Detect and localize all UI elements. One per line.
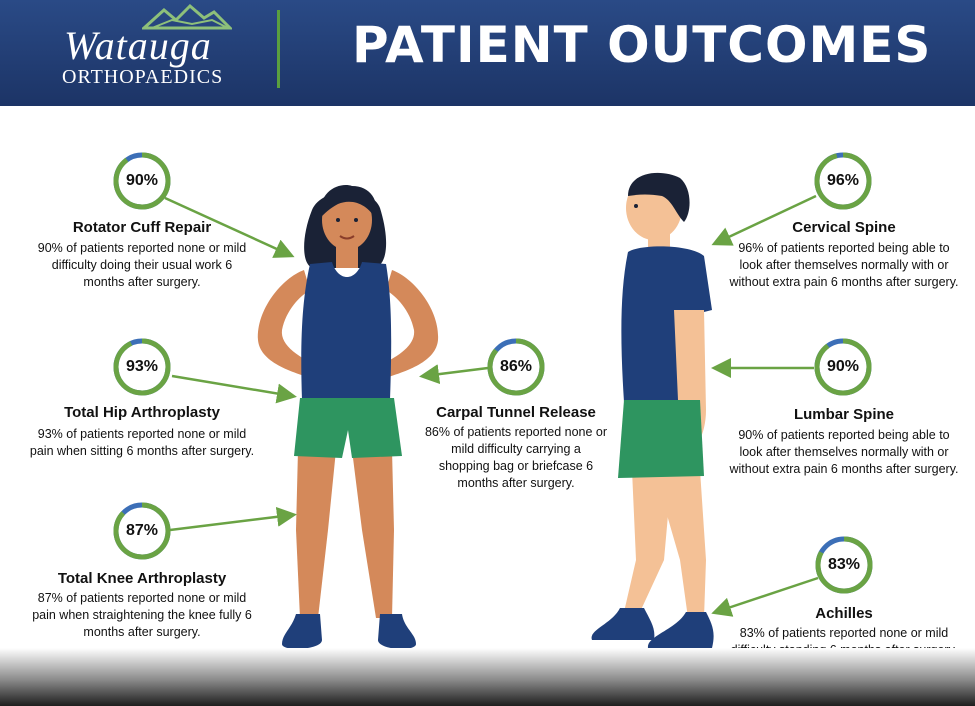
percent-ring: 93% (112, 337, 172, 397)
arrow-achilles (711, 576, 819, 617)
outcome-title: Rotator Cuff Repair (72, 219, 212, 236)
percent-ring: 90% (112, 151, 172, 211)
logo-wordmark: Watauga (64, 23, 212, 68)
arrow-total-hip (171, 374, 297, 404)
ring-fill (814, 338, 872, 396)
desc-line: 90% of patients reported being able to (738, 428, 950, 442)
header-banner: Watauga ORTHOPAEDICS PATIENT OUTCOMES (0, 0, 975, 106)
ring-fill (815, 536, 873, 594)
desc-line: without extra pain 6 months after surger… (729, 462, 959, 476)
donut-ring-icon (814, 338, 872, 396)
percent-ring: 96% (813, 151, 873, 211)
outcome-title: Lumbar Spine (793, 406, 894, 423)
desc-line: without extra pain 6 months after surger… (729, 275, 959, 289)
desc-line: 87% of patients reported none or mild (37, 591, 247, 605)
percent-value: 83% (827, 556, 861, 573)
arrow-carpal-tunnel (419, 364, 489, 385)
desc-line: months after surgery. (83, 625, 201, 639)
desc-line: look after themselves normally with or (739, 445, 949, 459)
outcome-description: 93% of patients reported none or mild pa… (16, 426, 268, 460)
desc-line: 96% of patients reported being able to (738, 241, 950, 255)
percent-value: 86% (499, 358, 533, 375)
outcome-description: 90% of patients reported being able to l… (716, 427, 972, 478)
arrow-rotator-cuff (164, 196, 295, 258)
percent-ring: 83% (814, 535, 874, 595)
ring-fill (814, 152, 872, 210)
percent-value: 96% (826, 172, 860, 189)
percent-ring: 90% (813, 337, 873, 397)
desc-line: pain when straightening the knee fully 6 (32, 608, 252, 622)
desc-line: 90% of patients reported none or mild (37, 241, 247, 255)
donut-ring-icon (113, 502, 171, 560)
donut-ring-icon (814, 152, 872, 210)
page-title: PATIENT OUTCOMES (352, 16, 932, 74)
outcome-description: 96% of patients reported being able to l… (716, 240, 972, 291)
header-divider (277, 10, 280, 88)
outcome-description: 86% of patients reported none or mild di… (416, 424, 616, 492)
ring-fill (113, 502, 171, 560)
outcome-description: 87% of patients reported none or mild pa… (22, 590, 262, 641)
percent-value: 90% (826, 358, 860, 375)
desc-line: look after themselves normally with or (739, 258, 949, 272)
desc-line: shopping bag or briefcase 6 (438, 459, 594, 473)
ring-fill (487, 338, 545, 396)
arrow-total-knee (169, 506, 297, 532)
logo-subtitle: ORTHOPAEDICS (62, 66, 224, 88)
mountain-logo-icon (142, 3, 232, 30)
outcome-title: Total Hip Arthroplasty (64, 404, 220, 421)
desc-line: 83% of patients reported none or mild (739, 626, 949, 640)
desc-line: pain when sitting 6 months after surgery… (29, 444, 255, 458)
donut-ring-icon (113, 338, 171, 396)
desc-line: months after surgery. (457, 476, 575, 490)
outcome-title: Carpal Tunnel Release (436, 404, 596, 421)
desc-line: 86% of patients reported none or (424, 425, 608, 439)
percent-value: 90% (125, 172, 159, 189)
outcome-title: Achilles (815, 605, 873, 622)
outcome-description: 90% of patients reported none or mild di… (22, 240, 262, 291)
outcome-title: Total Knee Arthroplasty (57, 570, 227, 587)
desc-line: months after surgery. (83, 275, 201, 289)
donut-ring-icon (487, 338, 545, 396)
ring-fill (113, 152, 171, 210)
donut-ring-icon (815, 536, 873, 594)
footer-gradient (0, 648, 975, 706)
desc-line: mild difficulty carrying a (451, 442, 581, 456)
ring-fill (113, 338, 171, 396)
desc-line: 93% of patients reported none or mild (37, 427, 247, 441)
percent-value: 87% (125, 522, 159, 539)
outcome-title: Cervical Spine (792, 219, 896, 236)
donut-ring-icon (113, 152, 171, 210)
percent-ring: 87% (112, 501, 172, 561)
arrow-cervical-spine (711, 194, 817, 246)
percent-ring: 86% (486, 337, 546, 397)
percent-value: 93% (125, 358, 159, 375)
desc-line: difficulty doing their usual work 6 (51, 258, 233, 272)
